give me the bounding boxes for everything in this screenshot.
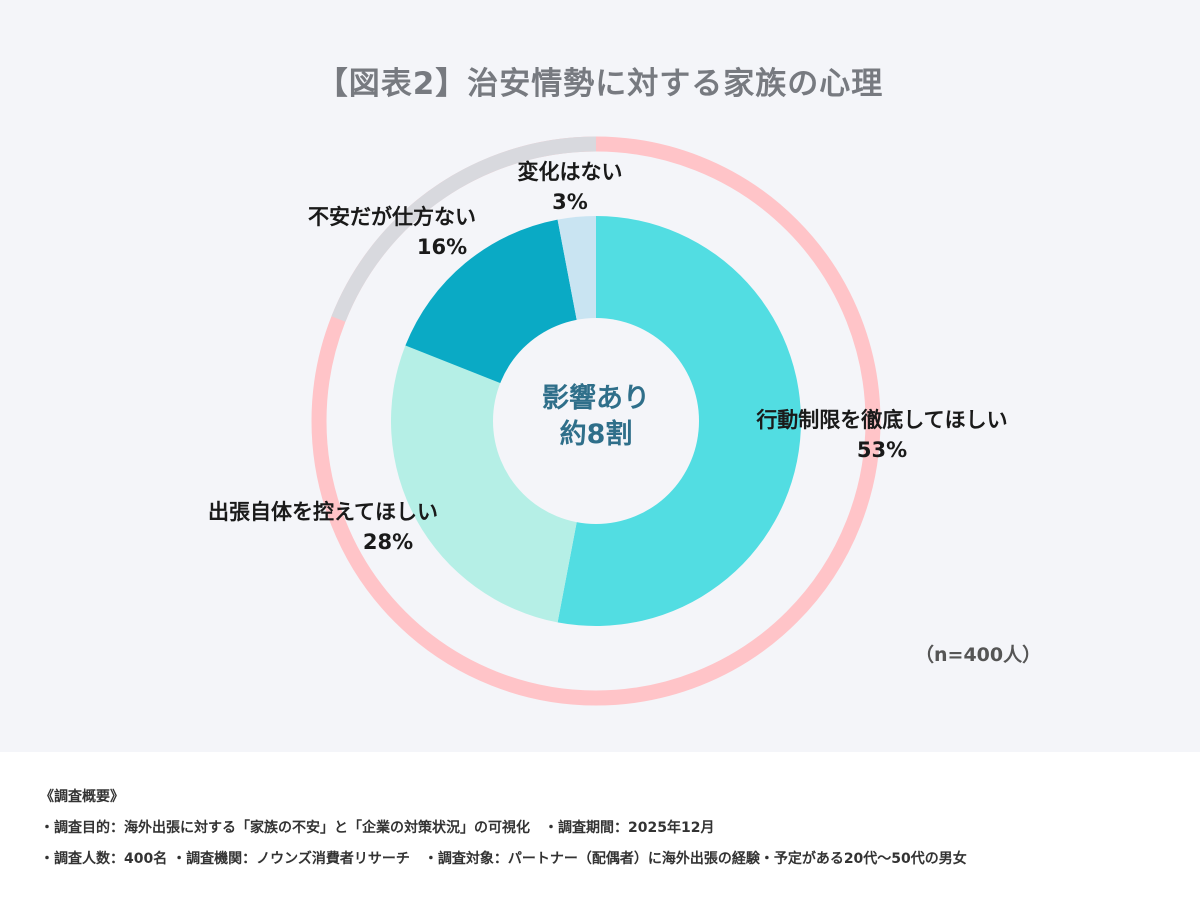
label-refrain-travel: 出張自体を控えてほしい 28%	[183, 497, 463, 557]
survey-summary: 《調査概要》 ・調査目的：海外出張に対する「家族の不安」と「企業の対策状況」の可…	[0, 752, 1200, 900]
survey-summary-heading: 《調査概要》	[40, 789, 124, 805]
survey-summary-line-2: ・調査人数：400名 ・調査機関：ノウンズ消費者リサーチ ・調査対象：パートナー…	[40, 851, 967, 867]
label-name: 行動制限を徹底してほしい	[756, 408, 1008, 432]
label-restrict-actions: 行動制限を徹底してほしい 53%	[732, 405, 1032, 465]
donut-chart	[311, 136, 881, 706]
label-anxious-unavoidable: 不安だが仕方ない 16%	[292, 202, 492, 262]
label-name: 変化はない	[517, 160, 623, 184]
label-pct: 16%	[416, 235, 468, 259]
center-annotation: 影響あり 約8割	[496, 381, 696, 453]
label-pct: 53%	[856, 438, 908, 462]
label-no-change: 変化はない 3%	[505, 157, 635, 217]
chart-area: 【図表2】治安情勢に対する家族の心理 影響あり 約8割 行動制限を徹底してほしい…	[183, 66, 1042, 706]
label-pct: 28%	[362, 530, 414, 554]
label-name: 不安だが仕方ない	[308, 205, 476, 229]
outer-ring-unaffected	[331, 136, 596, 322]
label-name: 出張自体を控えてほしい	[208, 500, 438, 524]
center-line-2: 約8割	[559, 419, 633, 450]
center-line-1: 影響あり	[542, 383, 650, 414]
survey-summary-line-1: ・調査目的：海外出張に対する「家族の不安」と「企業の対策状況」の可視化 ・調査期…	[40, 820, 715, 836]
sample-size-note: （n=400人）	[915, 644, 1042, 666]
outer-ring-affected	[311, 136, 881, 706]
donut-hole	[493, 318, 699, 524]
label-pct: 3%	[552, 190, 588, 214]
chart-title: 【図表2】治安情勢に対する家族の心理	[316, 66, 884, 102]
